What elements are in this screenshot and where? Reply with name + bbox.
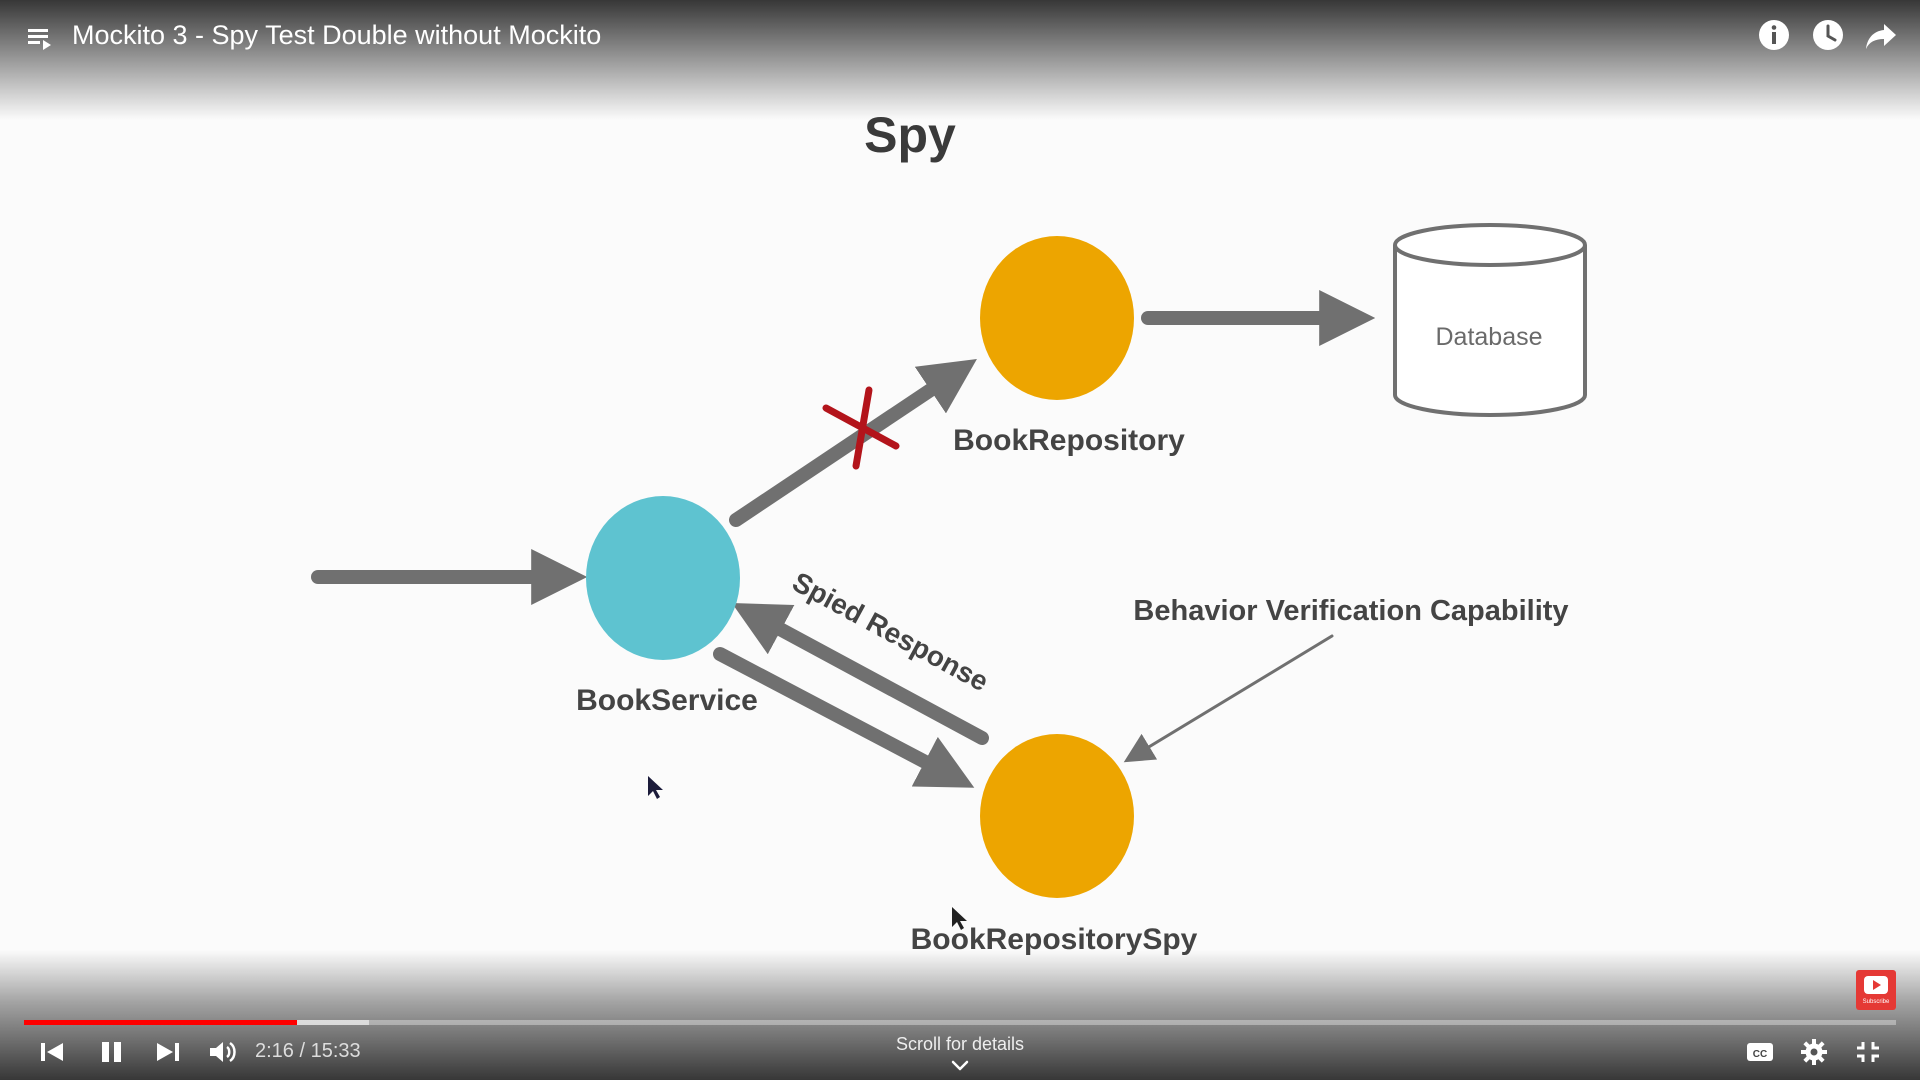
play-badge-icon bbox=[1864, 976, 1888, 994]
info-icon[interactable] bbox=[1757, 18, 1791, 52]
book-repository-spy-label: BookRepositorySpy bbox=[911, 923, 1198, 956]
video-title[interactable]: Mockito 3 - Spy Test Double without Mock… bbox=[72, 20, 602, 50]
volume-icon[interactable] bbox=[208, 1038, 238, 1066]
playlist-icon[interactable] bbox=[26, 24, 54, 52]
gear-icon[interactable] bbox=[1800, 1038, 1828, 1066]
behavior-verification-label: Behavior Verification Capability bbox=[1133, 595, 1568, 627]
spied-response-label: Spied Response bbox=[787, 566, 993, 697]
mouse-cursor-icon bbox=[648, 776, 663, 799]
service-to-spy-arrow bbox=[713, 647, 975, 788]
database-label: Database bbox=[1435, 323, 1542, 351]
progress-bar[interactable] bbox=[24, 1020, 1896, 1025]
chevron-down-icon[interactable] bbox=[948, 1058, 972, 1074]
book-repository-node bbox=[980, 236, 1134, 400]
scroll-for-details[interactable]: Scroll for details bbox=[895, 1034, 1025, 1054]
time-display: 2:16 / 15:33 bbox=[255, 1040, 361, 1063]
exit-fullscreen-icon[interactable] bbox=[1855, 1040, 1881, 1064]
clock-icon[interactable] bbox=[1811, 18, 1845, 52]
pause-icon[interactable] bbox=[98, 1040, 126, 1064]
subscribe-badge[interactable]: Subscribe bbox=[1856, 970, 1896, 1010]
spied-response-arrow bbox=[731, 603, 989, 745]
book-service-label: BookService bbox=[576, 684, 758, 717]
book-service-node bbox=[586, 496, 740, 660]
time-separator: / bbox=[293, 1040, 311, 1062]
svg-text:CC: CC bbox=[1753, 1049, 1767, 1060]
mouse-cursor-icon bbox=[952, 907, 967, 930]
service-to-repository-arrow bbox=[729, 358, 977, 527]
progress-played bbox=[24, 1020, 297, 1025]
blocked-call-mark bbox=[822, 386, 900, 470]
slide-title: Spy bbox=[864, 107, 956, 163]
closed-captions-icon[interactable]: CC bbox=[1745, 1040, 1775, 1064]
time-current: 2:16 bbox=[255, 1040, 294, 1062]
behavior-verification-pointer bbox=[1123, 634, 1334, 763]
share-icon[interactable] bbox=[1864, 18, 1898, 52]
subscribe-label: Subscribe bbox=[1862, 999, 1890, 1005]
time-total: 15:33 bbox=[310, 1040, 361, 1062]
book-repository-label: BookRepository bbox=[953, 424, 1185, 457]
top-bar: Mockito 3 - Spy Test Double without Mock… bbox=[0, 0, 1920, 72]
book-repository-spy-node bbox=[980, 734, 1134, 898]
skip-previous-icon[interactable] bbox=[38, 1040, 66, 1064]
skip-next-icon[interactable] bbox=[154, 1040, 182, 1064]
database-cylinder bbox=[1393, 223, 1587, 417]
